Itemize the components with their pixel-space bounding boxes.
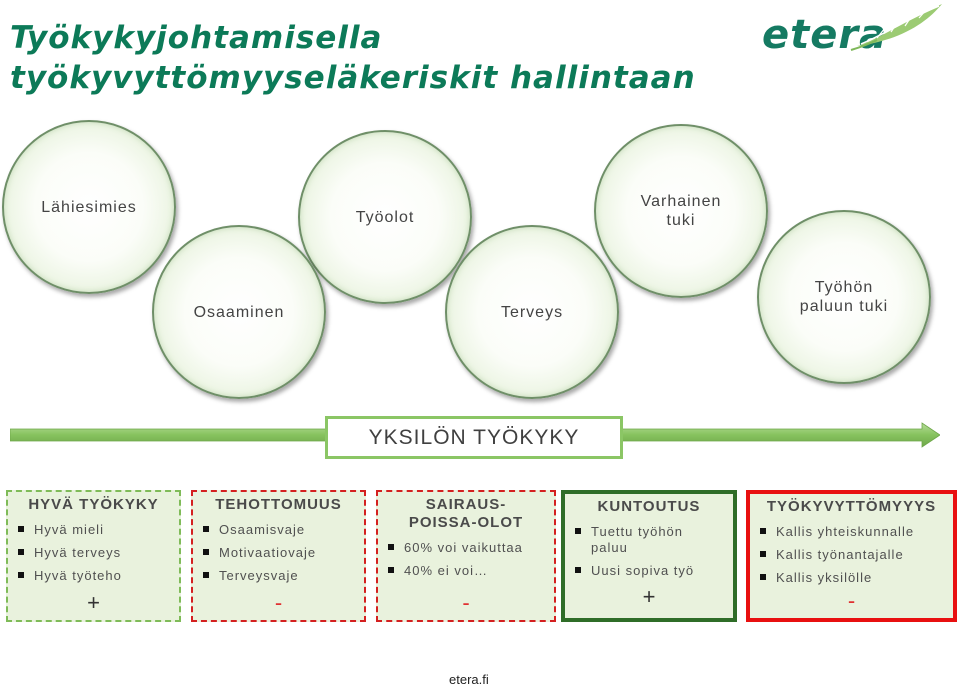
list-item: Terveysvaje xyxy=(199,568,358,584)
box-hyva-tyokyky: HYVÄ TYÖKYKY Hyvä mieli Hyvä terveys Hyv… xyxy=(6,490,181,622)
minus-sign: - xyxy=(462,590,470,615)
list-item: Kallis yhteiskunnalle xyxy=(756,524,947,540)
box-heading: TEHOTTOMUUS xyxy=(215,496,342,513)
banner-label: YKSILÖN TYÖKYKY xyxy=(368,425,580,449)
circle-tyohon-paluun-tuki-label: Työhön paluun tuki xyxy=(799,279,889,315)
circle-tyoolot: Työolot xyxy=(298,130,472,304)
title-line-2: työkyvyttömyyseläkeriskit hallintaan xyxy=(10,60,696,96)
list-item: Hyvä terveys xyxy=(14,545,173,561)
circle-varhainen-tuki-label: Varhainen tuki xyxy=(640,193,722,229)
box-heading: KUNTOUTUS xyxy=(597,498,701,515)
list-item: Kallis työnantajalle xyxy=(756,547,947,563)
list-item: Uusi sopiva työ xyxy=(571,563,727,579)
box-heading: HYVÄ TYÖKYKY xyxy=(28,496,159,513)
circle-osaaminen: Osaaminen xyxy=(152,225,326,399)
list-item: Osaamisvaje xyxy=(199,522,358,538)
title-line-1: Työkykyjohtamisella xyxy=(10,20,383,56)
plus-sign: + xyxy=(642,584,656,609)
list-item: Hyvä mieli xyxy=(14,522,173,538)
etera-logo: etera xyxy=(762,0,947,60)
list-item: Motivaatiovaje xyxy=(199,545,358,561)
list-item: Kallis yksilölle xyxy=(756,570,947,586)
box-heading: SAIRAUS- POISSA-OLOT xyxy=(408,496,524,531)
list-item: Hyvä työteho xyxy=(14,568,173,584)
minus-sign: - xyxy=(847,588,856,613)
box-kuntoutus: KUNTOUTUS Tuettu työhön paluu Uusi sopiv… xyxy=(561,490,737,622)
circle-osaaminen-label: Osaaminen xyxy=(193,303,285,321)
circle-tyoolot-label: Työolot xyxy=(355,208,415,226)
circle-tyohon-paluun-tuki: Työhön paluun tuki xyxy=(757,210,931,384)
circle-terveys: Terveys xyxy=(445,225,619,399)
minus-sign: - xyxy=(274,590,283,615)
box-sairauspoissaolot: SAIRAUS- POISSA-OLOT 60% voi vaikuttaa 4… xyxy=(376,490,556,622)
box-heading: TYÖKYVYTTÖMYYYS xyxy=(766,498,937,515)
box-tyokyvyttomyys: TYÖKYVYTTÖMYYYS Kallis yhteiskunnalle Ka… xyxy=(746,490,957,622)
leaf-icon xyxy=(850,4,942,51)
list-item: 60% voi vaikuttaa xyxy=(384,540,548,556)
plus-sign: + xyxy=(87,590,100,615)
circle-lahiesimies-label: Lähiesimies xyxy=(41,198,137,216)
list-item: 40% ei voi… xyxy=(384,563,548,579)
circle-varhainen-tuki: Varhainen tuki xyxy=(594,124,768,298)
page-title: Työkykyjohtamisella työkyvyttömyyseläker… xyxy=(10,18,730,98)
logo-text: etera xyxy=(762,12,888,58)
box-tehottomuus: TEHOTTOMUUS Osaamisvaje Motivaatiovaje T… xyxy=(191,490,366,622)
banner-yksilon-tyokyky: YKSILÖN TYÖKYKY xyxy=(325,416,623,459)
circle-terveys-label: Terveys xyxy=(500,303,564,321)
footer-link[interactable]: etera.fi xyxy=(449,672,489,687)
list-item: Tuettu työhön paluu xyxy=(571,524,727,556)
circle-lahiesimies: Lähiesimies xyxy=(2,120,176,294)
